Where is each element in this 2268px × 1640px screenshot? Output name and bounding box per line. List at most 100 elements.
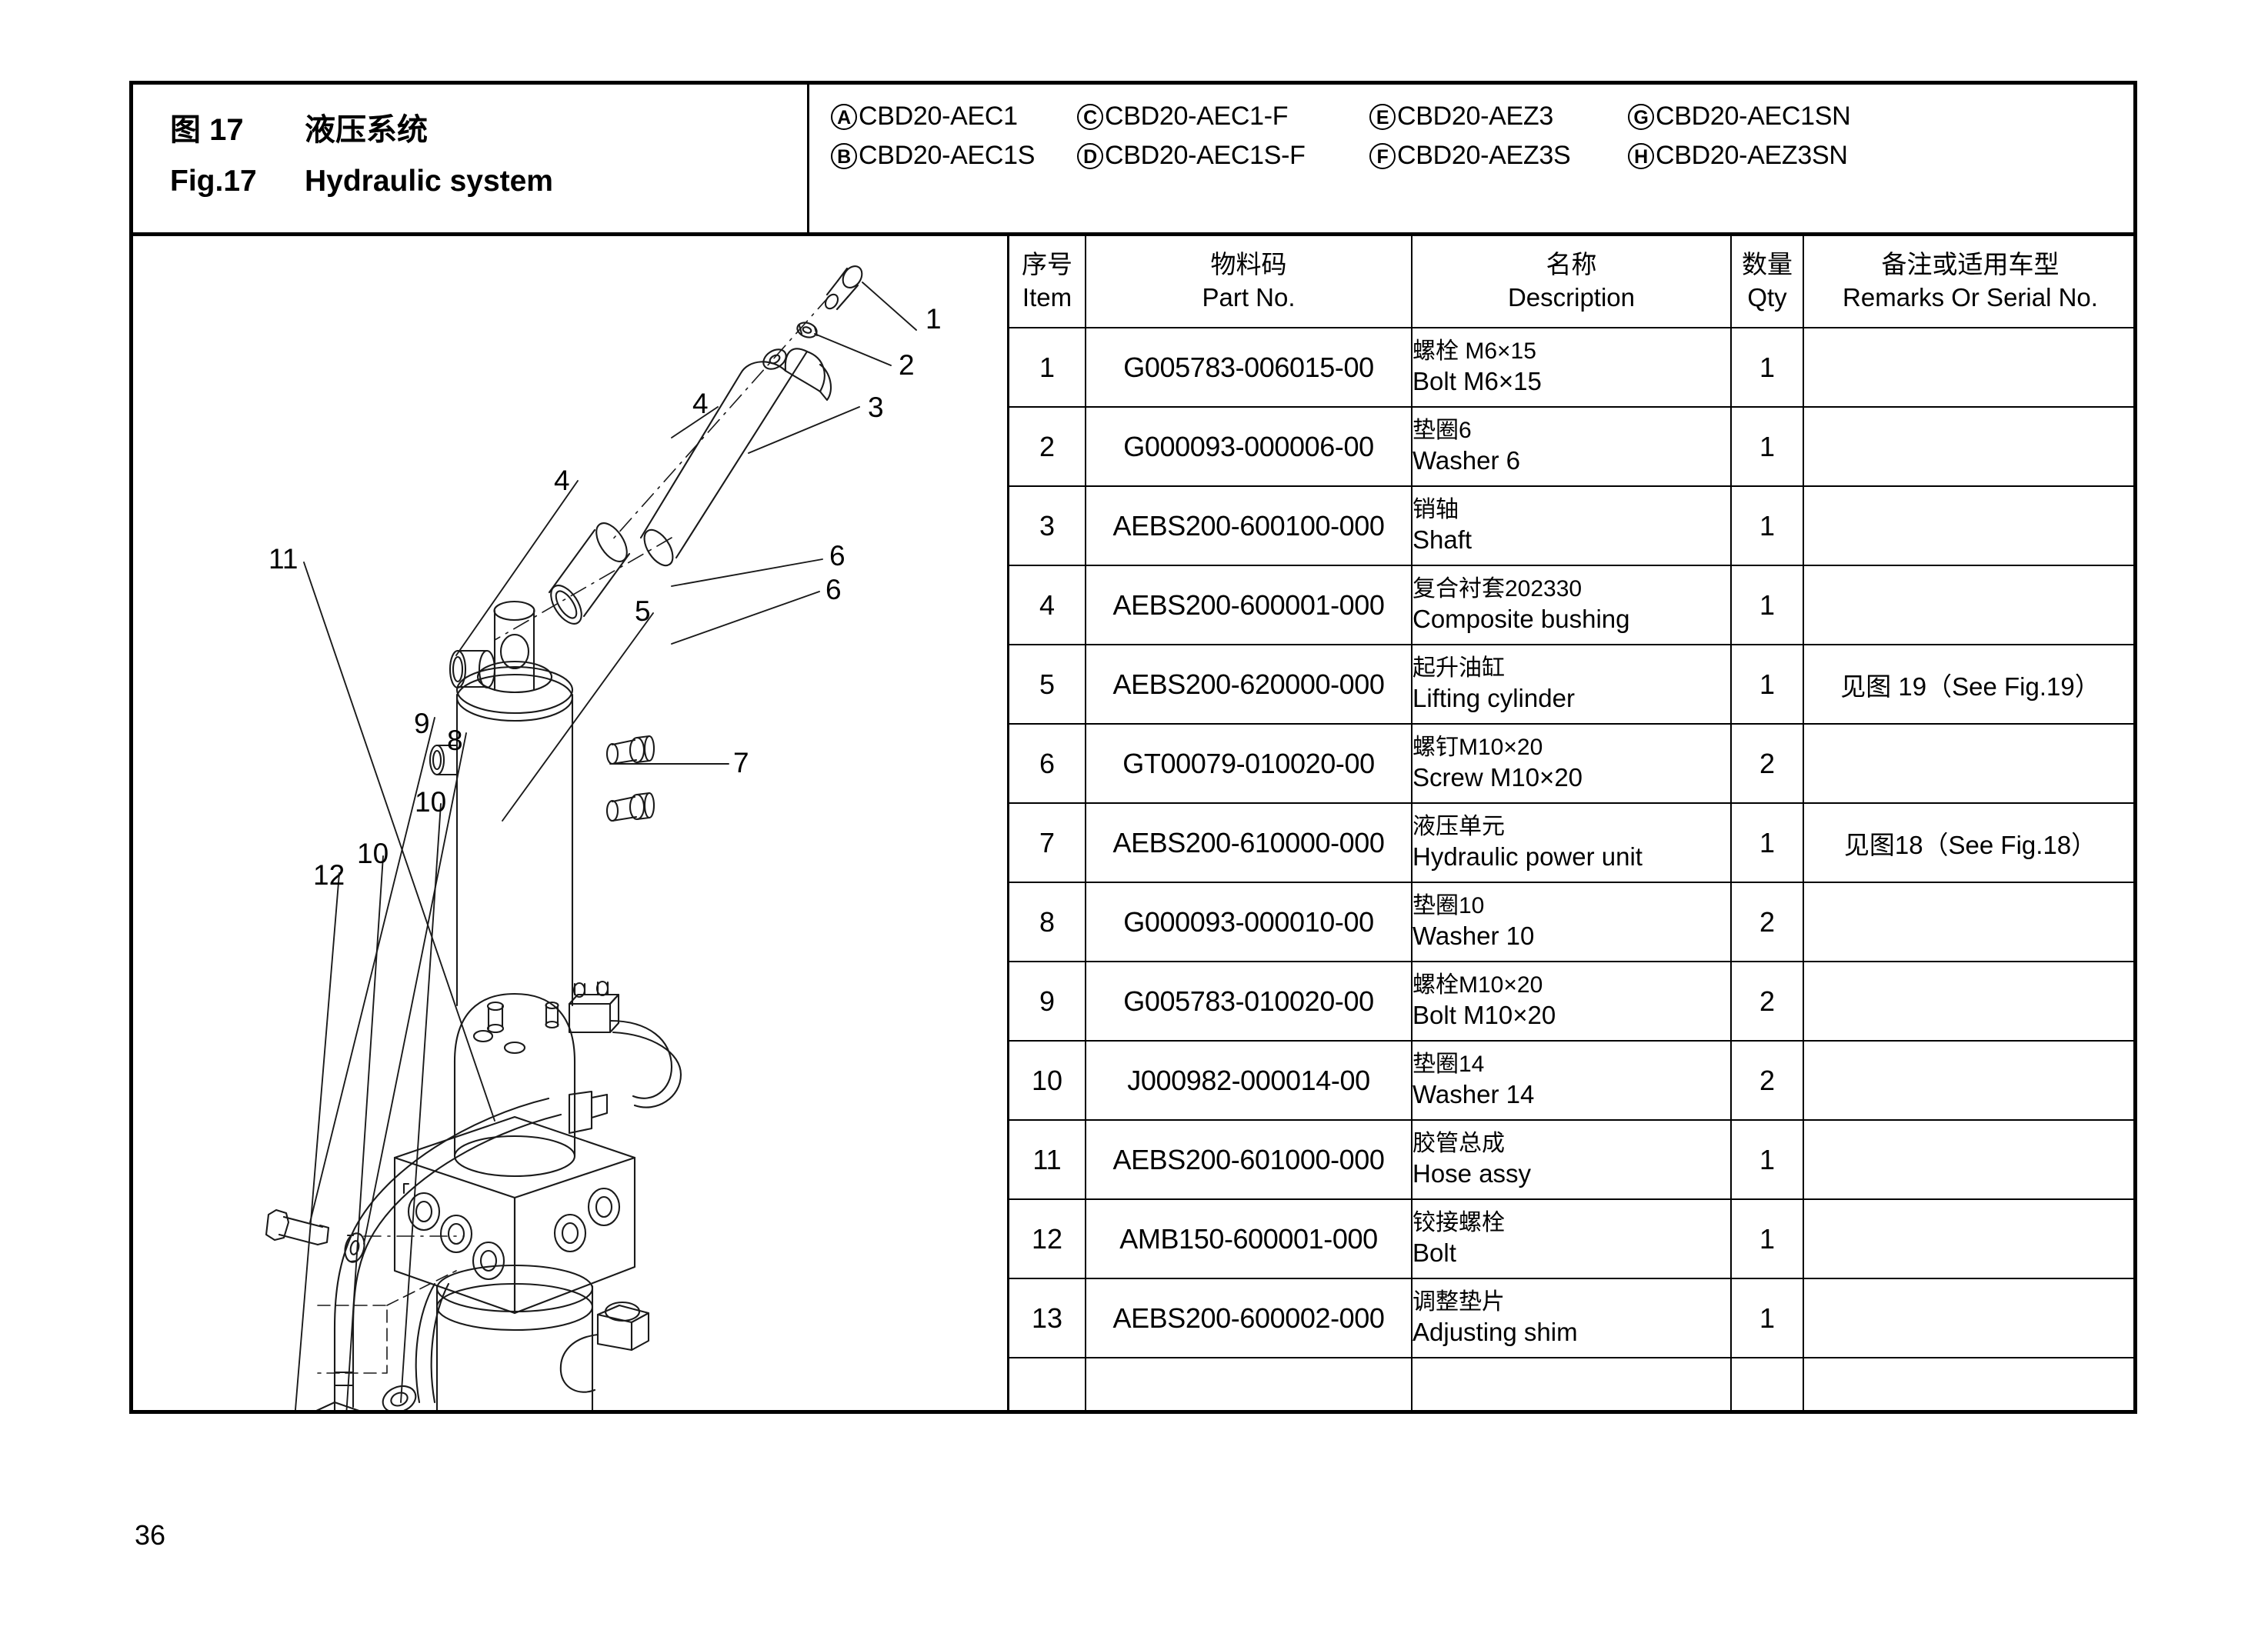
cell-qty: 1 — [1730, 565, 1804, 645]
manifold-block — [393, 1115, 636, 1315]
figure-title-en-row: Fig.17 Hydraulic system — [170, 165, 807, 198]
cell-remarks — [1803, 1119, 2133, 1200]
cell-remarks — [1803, 1040, 2133, 1121]
header-part-no: 物料码 Part No. — [1085, 236, 1412, 328]
cell-part-no: AEBS200-620000-000 — [1085, 644, 1412, 725]
cell-description-en: Bolt M10×20 — [1412, 1000, 1556, 1029]
header-remarks-cn: 备注或适用车型 — [1881, 250, 2060, 279]
cell-remarks: 见图18（See Fig.18） — [1803, 802, 2133, 883]
callout-3: 3 — [868, 392, 884, 423]
cell-item: 4 — [1009, 565, 1086, 645]
circle-mark-e: E — [1369, 103, 1396, 130]
cell-item: 9 — [1009, 961, 1086, 1042]
cell-part-no: AMB150-600001-000 — [1085, 1198, 1412, 1279]
cell-remarks — [1803, 1198, 2133, 1279]
part-shaft — [639, 348, 832, 567]
callout-2: 2 — [899, 349, 915, 381]
cell-qty: 2 — [1730, 882, 1804, 962]
assembly-axis-lines — [363, 295, 830, 1237]
cell-item: 1 — [1009, 328, 1086, 408]
header-item-en: Item — [1022, 283, 1072, 312]
cell-description-en: Shaft — [1412, 525, 1473, 554]
circle-mark-c: C — [1077, 103, 1103, 130]
cell-remarks: 见图 19（See Fig.19） — [1803, 644, 2133, 725]
cell-description-cn: 起升油缸 — [1412, 655, 1505, 682]
model-code-f-text: CBD20-AEZ3S — [1397, 141, 1571, 170]
cell-qty: 2 — [1730, 961, 1804, 1042]
part-washer-14-upper — [382, 1385, 417, 1410]
header-qty: 数量 Qty — [1730, 236, 1804, 328]
cell-part-no: G005783-010020-00 — [1085, 961, 1412, 1042]
alignment-guide — [317, 1270, 457, 1374]
cell-qty: 2 — [1730, 723, 1804, 804]
cell-description-en: Adjusting shim — [1412, 1317, 1578, 1346]
callout-8: 8 — [447, 725, 463, 756]
cell-description-cn: 垫圈6 — [1412, 418, 1472, 444]
body-area: 1 2 3 4 4 5 6 6 7 8 9 10 10 11 1 — [133, 236, 2133, 1410]
header-qty-en: Qty — [1747, 283, 1787, 312]
figure-title-cn: 液压系统 — [305, 113, 428, 147]
cell-description-cn: 垫圈14 — [1412, 1052, 1485, 1078]
oil-tank — [435, 1264, 594, 1410]
header-qty-cn: 数量 — [1742, 250, 1793, 279]
cell-remarks — [1803, 406, 2133, 487]
cell-remarks — [1803, 882, 2133, 962]
tank-fitting — [559, 1301, 650, 1393]
cell-qty: 1 — [1730, 1119, 1804, 1200]
exploded-drawing: 1 2 3 4 4 5 6 6 7 8 9 10 10 11 1 — [133, 236, 1009, 1410]
part-composite-bushing-upper — [548, 522, 631, 625]
part-screw-m10-lower — [605, 792, 655, 822]
header-remarks: 备注或适用车型 Remarks Or Serial No. — [1803, 236, 2133, 328]
cell-description-en: Washer 14 — [1412, 1079, 1535, 1108]
callout-4-upper: 4 — [692, 388, 709, 419]
cell-description-en: Washer 6 — [1412, 445, 1520, 475]
callout-10-upper: 10 — [415, 786, 446, 818]
cell-part-no: GT00079-010020-00 — [1085, 723, 1412, 804]
model-code-h-text: CBD20-AEZ3SN — [1656, 141, 1848, 170]
model-code-c-text: CBD20-AEC1-F — [1105, 102, 1289, 131]
callout-10-lower: 10 — [357, 838, 389, 869]
cell-description-cn: 销轴 — [1412, 497, 1459, 523]
cell-item: 3 — [1009, 485, 1086, 566]
cell-description-cn: 液压单元 — [1412, 814, 1505, 840]
part-bolt-m6 — [824, 265, 863, 311]
cell-item: 5 — [1009, 644, 1086, 725]
cell-qty: 1 — [1730, 328, 1804, 408]
cell-part-no: AEBS200-600002-000 — [1085, 1278, 1412, 1358]
cell-description-cn: 复合衬套202330 — [1412, 576, 1583, 602]
cell-part-no — [1085, 1357, 1412, 1410]
callout-7: 7 — [733, 747, 749, 778]
circle-mark-a: A — [831, 103, 857, 130]
model-code-e-text: CBD20-AEZ3 — [1397, 102, 1553, 131]
header-item: 序号 Item — [1009, 236, 1086, 328]
parts-table-pane: 序号 Item 物料码 Part No. 名称 Description — [1009, 236, 2133, 1410]
figure-title-block: 图 17 液压系统 Fig.17 Hydraulic system — [133, 85, 809, 232]
callout-1: 1 — [926, 303, 942, 335]
cylinder-port-left — [429, 744, 459, 776]
cell-qty: 1 — [1730, 802, 1804, 883]
cell-qty — [1730, 1357, 1804, 1410]
model-code-d-text: CBD20-AEC1S-F — [1105, 141, 1306, 170]
cell-description-en: Composite bushing — [1412, 604, 1630, 633]
cell-description-en: Bolt — [1412, 1238, 1456, 1267]
cell-description-cn: 螺钉M10×20 — [1412, 735, 1543, 761]
